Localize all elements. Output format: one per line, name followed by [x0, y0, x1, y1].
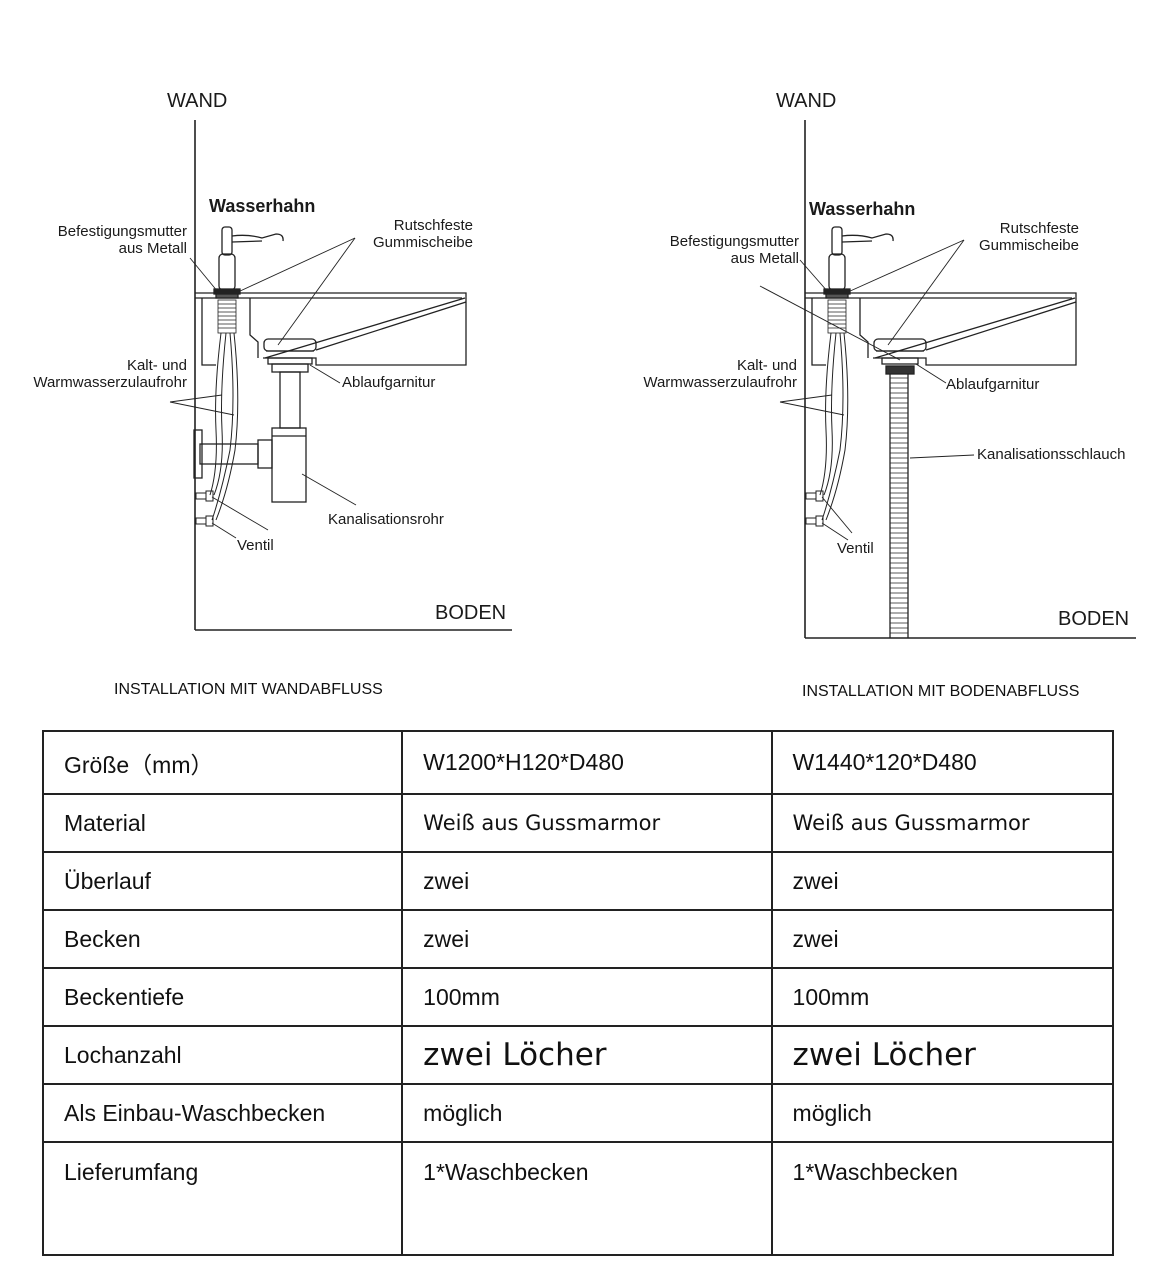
rubber-washer-label: Rutschfeste Gummischeibe [978, 220, 1079, 254]
caption-wall-drain: INSTALLATION MIT WANDABFLUSS [114, 681, 383, 698]
specification-table: Größe（mm） W1200*H120*D480 W1440*120*D480… [41, 730, 1115, 1256]
drain-plug-icon [263, 338, 317, 373]
sewer-pipe-label: Kanalisationsrohr [328, 511, 444, 528]
table-row: Überlauf zwei zwei [41, 851, 1115, 911]
table-row: Material Weiß aus Gussmarmor Weiß aus Gu… [41, 793, 1115, 853]
wall-label: WAND [776, 90, 837, 112]
wall-label: WAND [167, 90, 228, 112]
rubber-washer-label: Rutschfeste Gummischeibe [372, 217, 473, 251]
drain-hose-label: Kanalisationsschlauch [977, 446, 1126, 463]
basin-outline [195, 292, 467, 366]
model-b-value: 1*Waschbecken [770, 1141, 1115, 1256]
faucet-icon [213, 226, 284, 334]
model-a-value: zwei [401, 851, 773, 911]
leader-lines [169, 237, 357, 539]
model-a-value: möglich [401, 1083, 773, 1143]
mounting-nut-label: Befestigungsmutter aus Metall [669, 233, 799, 267]
left-installation-diagram [169, 120, 512, 631]
row-label: Überlauf [41, 851, 404, 911]
faucet-label: Wasserhahn [209, 196, 316, 216]
model-b-value: W1440*120*D480 [770, 730, 1115, 795]
row-label: Größe（mm） [41, 730, 404, 795]
supply-hoses [209, 332, 239, 521]
row-label: Als Einbau-Waschbecken [41, 1083, 404, 1143]
faucet-label: Wasserhahn [809, 199, 916, 219]
drain-plug-icon [873, 338, 927, 375]
table-row: Beckentiefe 100mm 100mm [41, 967, 1115, 1027]
model-b-value: zwei [770, 909, 1115, 969]
drain-fitting-label: Ablaufgarnitur [946, 376, 1040, 393]
mounting-nut-label: Befestigungsmutter aus Metall [57, 223, 187, 257]
supply-hoses [819, 332, 849, 521]
drain-fitting-label: Ablaufgarnitur [342, 374, 436, 391]
floor-label: BODEN [435, 602, 507, 624]
row-label: Lochanzahl [41, 1025, 404, 1085]
row-label: Material [41, 793, 404, 853]
table-row: Lieferumfang 1*Waschbecken 1*Waschbecken [41, 1141, 1115, 1256]
table-row: Lochanzahl zwei Löcher zwei Löcher [41, 1025, 1115, 1085]
model-b-value: möglich [770, 1083, 1115, 1143]
row-label: Becken [41, 909, 404, 969]
model-a-value: 1*Waschbecken [401, 1141, 773, 1256]
supply-pipe-label: Kalt- und Warmwasserzulaufrohr [643, 357, 797, 391]
leader-lines [759, 239, 975, 541]
row-label: Lieferumfang [41, 1141, 404, 1256]
valve-label: Ventil [237, 537, 274, 554]
valve-icon [195, 490, 214, 527]
drain-hose-icon [889, 374, 909, 638]
valve-label: Ventil [837, 540, 874, 557]
caption-floor-drain: INSTALLATION MIT BODENABFLUSS [802, 683, 1080, 700]
table-row: Becken zwei zwei [41, 909, 1115, 969]
model-b-value: zwei Löcher [770, 1025, 1115, 1085]
model-a-value: zwei Löcher [401, 1025, 773, 1085]
supply-pipe-label: Kalt- und Warmwasserzulaufrohr [33, 357, 187, 391]
model-a-value: 100mm [401, 967, 773, 1027]
table-row: Größe（mm） W1200*H120*D480 W1440*120*D480 [41, 730, 1115, 795]
table-row: Als Einbau-Waschbecken möglich möglich [41, 1083, 1115, 1143]
model-a-value: Weiß aus Gussmarmor [401, 793, 773, 853]
model-a-value: zwei [401, 909, 773, 969]
right-installation-diagram [759, 120, 1136, 639]
model-b-value: Weiß aus Gussmarmor [770, 793, 1115, 853]
floor-label: BODEN [1058, 608, 1130, 630]
valve-icon [805, 490, 824, 527]
sewer-pipe-icon [193, 371, 307, 503]
installation-diagrams [169, 120, 1136, 639]
model-b-value: zwei [770, 851, 1115, 911]
faucet-icon [823, 226, 894, 334]
model-a-value: W1200*H120*D480 [401, 730, 773, 795]
row-label: Beckentiefe [41, 967, 404, 1027]
model-b-value: 100mm [770, 967, 1115, 1027]
